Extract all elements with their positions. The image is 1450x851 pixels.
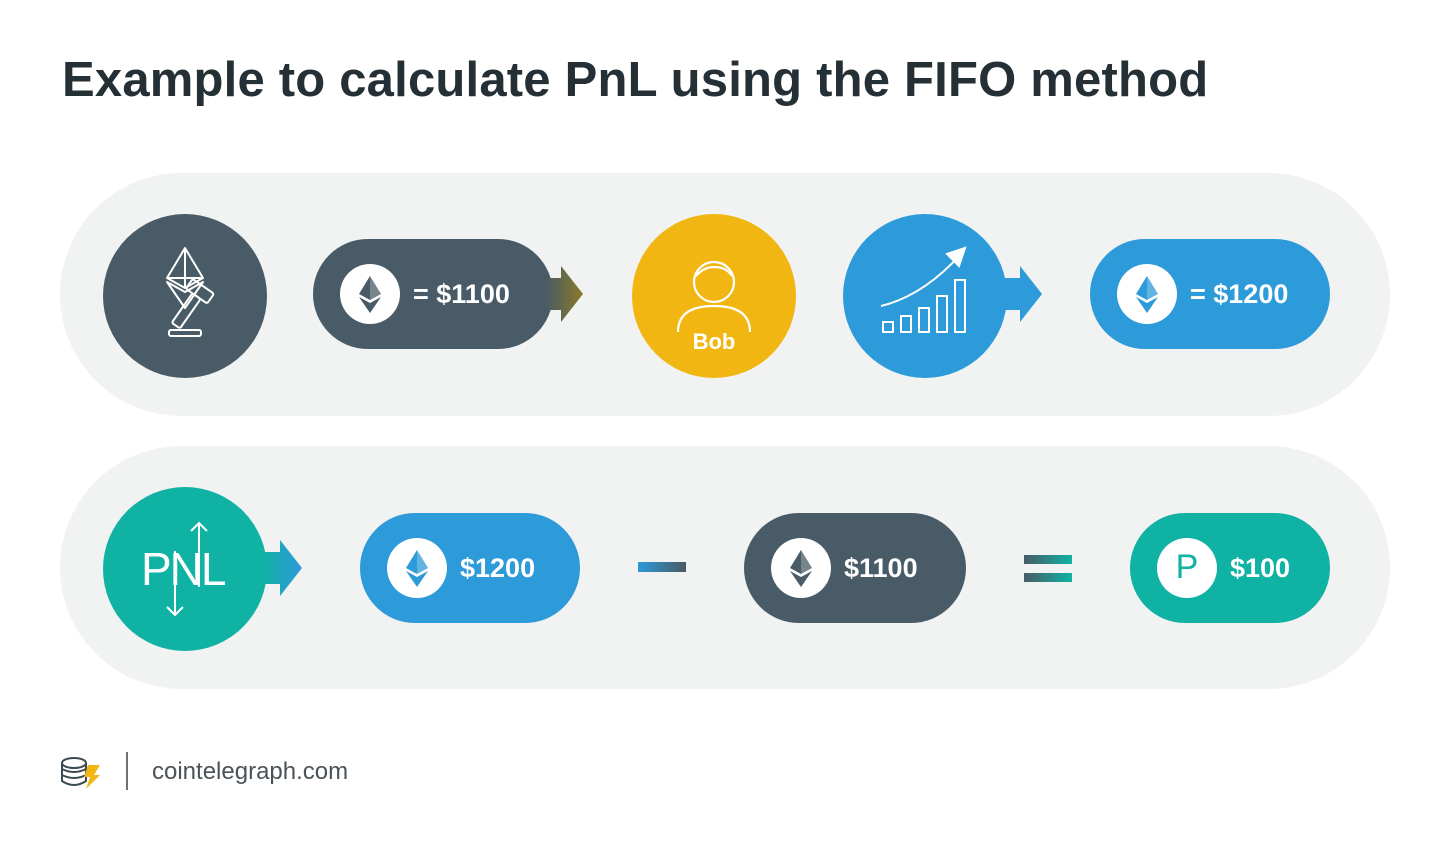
cointelegraph-logo-icon [61,757,100,789]
buy-price-label: = $1100 [413,279,510,309]
growth-circle [843,214,1007,378]
footer-divider [126,752,128,790]
buy-value-pill: $1100 [744,513,966,623]
buy-price-pill: = $1100 [313,239,553,349]
buy-value-label: $1100 [844,553,918,583]
page-title: Example to calculate PnL using the FIFO … [62,53,1209,107]
result-pill: P $100 [1130,513,1330,623]
auction-circle [103,214,267,378]
ethereum-coin-icon [387,538,447,598]
pnl-circle: PNL [103,487,267,651]
sell-price-label: = $1200 [1190,279,1289,309]
sell-value-label: $1200 [460,553,536,583]
ethereum-coin-icon [771,538,831,598]
arrow-right-icon [1000,266,1042,322]
ethereum-coin-icon [1117,264,1177,324]
ethereum-coin-icon [340,264,400,324]
auction-gavel-icon [166,247,215,337]
footer-brand[interactable]: cointelegraph.com [152,758,349,785]
arrow-right-icon [545,266,583,322]
profit-coin-letter: P [1175,548,1199,586]
sell-price-pill: = $1200 [1090,239,1330,349]
person-icon [676,260,752,333]
arrow-right-icon [260,540,302,596]
minus-icon [638,562,686,572]
profit-coin-icon: P [1157,538,1217,598]
pnl-label: PNL [141,543,226,595]
bob-circle: Bob [632,214,796,378]
equals-icon [1024,555,1072,582]
pnl-arrows-icon [166,521,208,617]
sell-value-pill: $1200 [360,513,580,623]
result-value-label: $100 [1230,553,1291,583]
person-label: Bob [692,329,736,354]
growth-chart-icon [880,246,967,333]
